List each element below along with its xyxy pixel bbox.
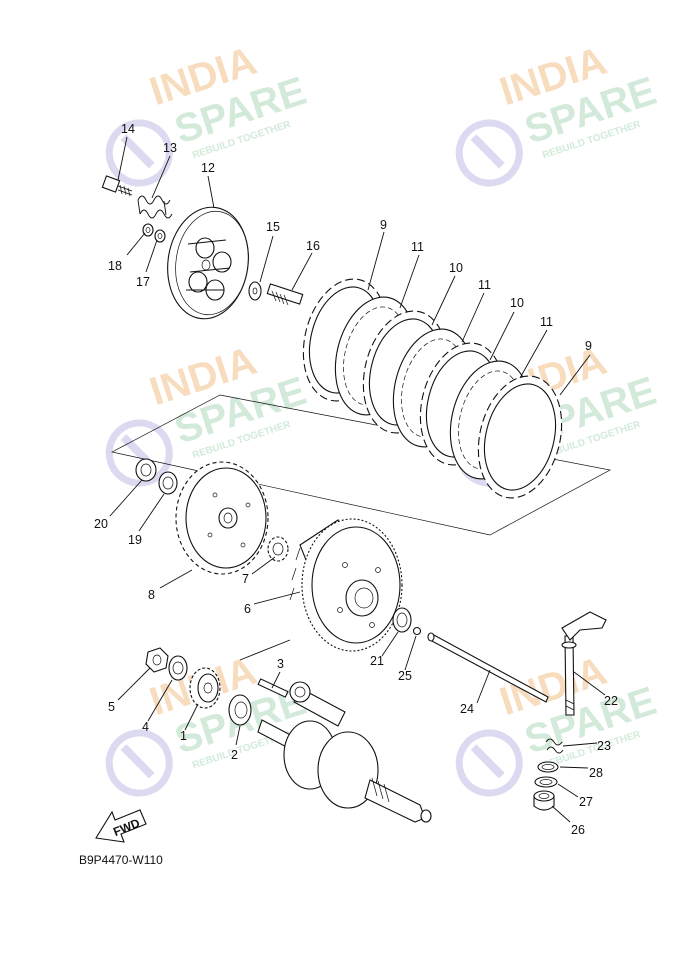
callout-2: 2 [231, 748, 238, 762]
part-push-rod [266, 283, 304, 306]
callout-21: 21 [370, 654, 384, 668]
part-push-rod-long [427, 632, 549, 703]
part-washer-15 [248, 281, 262, 301]
callout-8: 8 [148, 588, 155, 602]
part-friction-plate-9b [477, 375, 563, 499]
part-bolt [101, 175, 133, 197]
callout-6: 6 [244, 602, 251, 616]
callout-4: 4 [142, 720, 149, 734]
part-key-3 [257, 678, 289, 698]
callout-16: 16 [306, 239, 320, 253]
part-spring-23 [545, 738, 564, 754]
callout-26: 26 [571, 823, 585, 837]
part-washer-18 [142, 223, 154, 237]
part-washer-17 [154, 229, 166, 243]
part-bushing-26 [533, 790, 555, 811]
part-pressure-plate [167, 206, 249, 320]
part-spacer-2 [228, 694, 252, 726]
part-washer-19 [158, 471, 178, 495]
leader-lines [109, 136, 606, 823]
callout-17: 17 [136, 275, 150, 289]
callout-28: 28 [589, 766, 603, 780]
part-collar-7 [267, 536, 289, 562]
callout-5: 5 [108, 700, 115, 714]
callout-11-a: 11 [411, 240, 424, 254]
part-clutch-boss [175, 461, 269, 575]
part-push-lever-shaft [561, 611, 607, 716]
watermark-3: INDIA SPARE REBUILD TOGETHER [105, 339, 311, 487]
part-clutch-housing [289, 518, 403, 652]
callout-19: 19 [128, 533, 142, 547]
part-washer-27 [534, 776, 558, 788]
callout-18: 18 [108, 259, 122, 273]
callout-12: 12 [201, 161, 215, 175]
assembly-box-outline [110, 394, 612, 536]
part-washer-21 [392, 607, 412, 633]
part-washer-4 [168, 655, 188, 681]
part-nut-5 [145, 647, 169, 673]
callout-9-top: 9 [380, 218, 387, 232]
watermark-2: INDIA SPARE REBUILD TOGETHER [455, 39, 661, 187]
callout-27: 27 [579, 795, 593, 809]
callout-11-c: 11 [540, 315, 553, 329]
callout-labels: 14 13 12 18 17 15 16 9 11 10 11 10 11 9 … [94, 122, 618, 837]
callout-25: 25 [398, 669, 412, 683]
part-crankshaft [257, 681, 432, 823]
callout-14: 14 [121, 122, 135, 136]
callout-11-b: 11 [478, 278, 491, 292]
callout-15: 15 [266, 220, 280, 234]
callout-3: 3 [277, 657, 284, 671]
part-primary-drive-gear-1 [189, 667, 221, 709]
callout-1: 1 [180, 729, 187, 743]
callout-9-bottom: 9 [585, 339, 592, 353]
callout-23: 23 [597, 739, 611, 753]
callout-10-a: 10 [449, 261, 463, 275]
callout-13: 13 [163, 141, 177, 155]
part-ball-25 [412, 626, 422, 636]
callout-10-b: 10 [510, 296, 524, 310]
callout-22: 22 [604, 694, 618, 708]
part-spring [137, 195, 173, 219]
callout-7: 7 [242, 572, 249, 586]
callout-24: 24 [460, 702, 474, 716]
callout-20: 20 [94, 517, 108, 531]
part-circlip-28 [537, 761, 559, 773]
fwd-arrow-icon: FWD [95, 809, 147, 843]
diagram-code: B9P4470-W110 [79, 853, 163, 867]
part-nut-20 [135, 458, 157, 482]
